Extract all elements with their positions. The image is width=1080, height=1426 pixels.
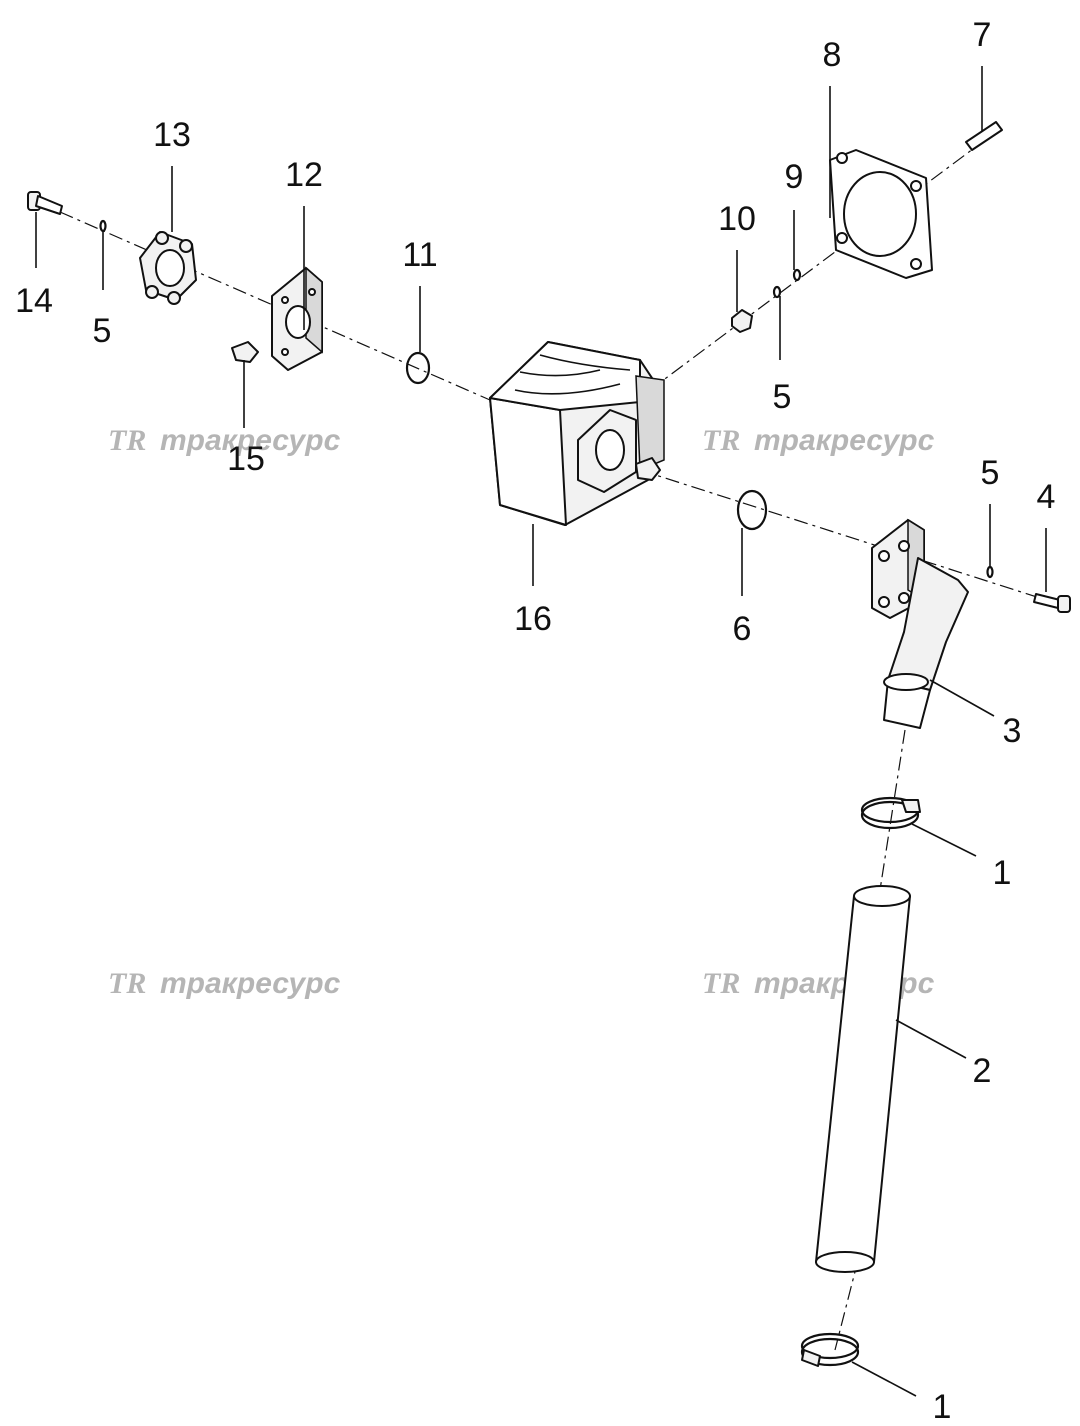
assembly-axes <box>59 139 1041 1351</box>
callout-5-middle: 5 <box>773 378 792 416</box>
washer-left <box>99 219 107 233</box>
leader-lines <box>35 66 1047 1397</box>
o-ring-left <box>405 351 431 385</box>
split-flange <box>139 231 197 305</box>
washer-middle <box>772 285 782 299</box>
callout-4: 4 <box>1037 478 1056 516</box>
svg-text:TR: TR <box>702 424 740 457</box>
callout-7: 7 <box>973 16 992 54</box>
callout-12: 12 <box>285 156 323 194</box>
callout-3: 3 <box>1003 712 1022 750</box>
callout-2: 2 <box>973 1052 992 1090</box>
washer-right <box>986 565 994 579</box>
elbow-pipe <box>871 518 969 729</box>
bolt-right <box>1033 593 1071 613</box>
svg-text:тракресурс: тракресурс <box>160 424 341 457</box>
watermark: TR тракресурс <box>108 967 341 1000</box>
watermark: TR тракресурс <box>108 424 341 457</box>
plug <box>231 341 259 363</box>
hose <box>815 885 911 1273</box>
callout-16: 16 <box>514 600 552 638</box>
gasket <box>829 149 933 279</box>
hose-clamp-lower <box>800 1332 860 1367</box>
washer-upper <box>792 268 802 282</box>
o-ring-right <box>736 489 768 531</box>
callout-15: 15 <box>227 440 265 478</box>
callout-1-lower: 1 <box>933 1388 952 1426</box>
svg-text:тракресурс: тракресурс <box>754 424 935 457</box>
callout-6: 6 <box>733 610 752 648</box>
stud <box>965 121 1003 151</box>
nut <box>731 309 753 333</box>
watermark-group: TR тракресурс TR тракресурс TR тракресур… <box>108 424 935 1000</box>
callout-10: 10 <box>718 200 756 238</box>
callout-5-left: 5 <box>93 312 112 350</box>
callout-1-upper: 1 <box>993 854 1012 892</box>
callout-9: 9 <box>785 158 804 196</box>
callout-13: 13 <box>153 116 191 154</box>
callout-14: 14 <box>15 282 53 320</box>
hose-clamp-upper <box>860 796 921 830</box>
bolt-left <box>27 191 63 215</box>
hydraulic-pump <box>489 341 665 526</box>
callout-11: 11 <box>402 236 437 274</box>
callout-8: 8 <box>823 36 842 74</box>
svg-text:TR: TR <box>702 967 740 1000</box>
svg-text:TR: TR <box>108 424 146 457</box>
svg-text:TR: TR <box>108 967 146 1000</box>
callout-labels: 1 1 2 3 4 5 5 5 6 7 8 9 10 11 12 13 14 1… <box>15 16 1055 1426</box>
svg-text:тракресурс: тракресурс <box>160 967 341 1000</box>
callout-5-right: 5 <box>981 454 1000 492</box>
watermark: TR тракресурс <box>702 424 935 457</box>
flange-plate <box>271 266 323 371</box>
